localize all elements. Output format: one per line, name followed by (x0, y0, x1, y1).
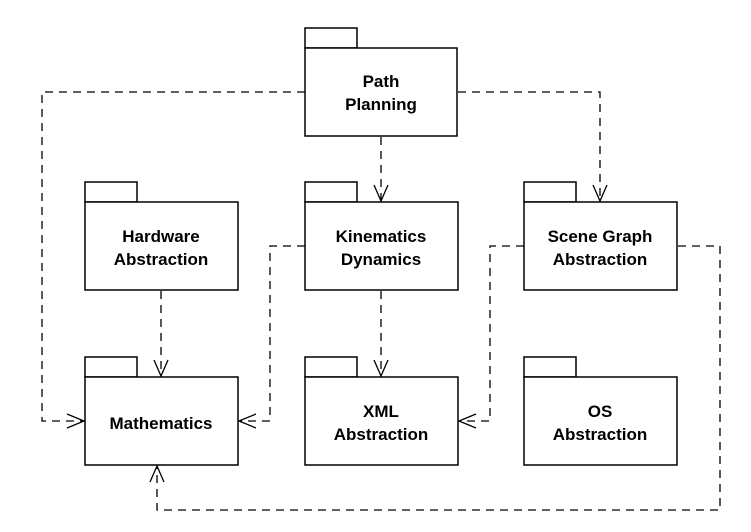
dependency-hardware-abstraction-to-mathematics[interactable] (153, 291, 169, 378)
package-tab (523, 356, 577, 378)
package-label-line-2: Abstraction (334, 425, 428, 444)
package-body (304, 201, 459, 291)
package-body (304, 376, 459, 466)
package-label-line-1: XML (363, 402, 399, 421)
package-xml-abstraction[interactable]: XML Abstraction (304, 356, 459, 466)
package-label-line-2: Dynamics (341, 250, 421, 269)
package-path-planning[interactable]: Path Planning (304, 27, 458, 137)
package-tab (84, 181, 138, 203)
package-tab (304, 27, 358, 49)
package-hardware-abstraction[interactable]: Hardware Abstraction (84, 181, 239, 291)
package-label-line-2: Abstraction (114, 250, 208, 269)
dependency-path-planning-to-kinematics-dynamics[interactable] (373, 137, 389, 203)
package-label-line-2: Abstraction (553, 425, 647, 444)
package-tab (523, 181, 577, 203)
package-scene-graph-abstraction[interactable]: Scene Graph Abstraction (523, 181, 678, 291)
package-label-line-1: Path (363, 72, 400, 91)
dependency-kinematics-dynamics-to-mathematics[interactable] (237, 245, 305, 429)
package-mathematics[interactable]: Mathematics (84, 356, 239, 466)
package-label-line-2: Abstraction (553, 250, 647, 269)
package-kinematics-dynamics[interactable]: Kinematics Dynamics (304, 181, 459, 291)
package-label-line-1: OS (588, 402, 613, 421)
package-tab (304, 356, 358, 378)
dependency-path-planning-to-scene-graph-abstraction[interactable] (458, 91, 608, 203)
dependency-scene-graph-abstraction-to-xml-abstraction[interactable] (457, 245, 524, 429)
package-label-line-1: Mathematics (110, 414, 213, 433)
package-body (304, 47, 458, 137)
package-body (84, 201, 239, 291)
package-body (523, 201, 678, 291)
package-os-abstraction[interactable]: OS Abstraction (523, 356, 678, 466)
package-label-line-1: Kinematics (336, 227, 427, 246)
package-body (523, 376, 678, 466)
package-tab (304, 181, 358, 203)
dependency-scene-graph-abstraction-to-mathematics[interactable] (149, 245, 721, 511)
package-label-line-2: Planning (345, 95, 417, 114)
dependency-kinematics-dynamics-to-xml-abstraction[interactable] (373, 291, 389, 378)
package-label-line-1: Scene Graph (548, 227, 653, 246)
package-label-line-1: Hardware (122, 227, 199, 246)
dependency-path-planning-to-mathematics[interactable] (41, 91, 305, 429)
package-tab (84, 356, 138, 378)
